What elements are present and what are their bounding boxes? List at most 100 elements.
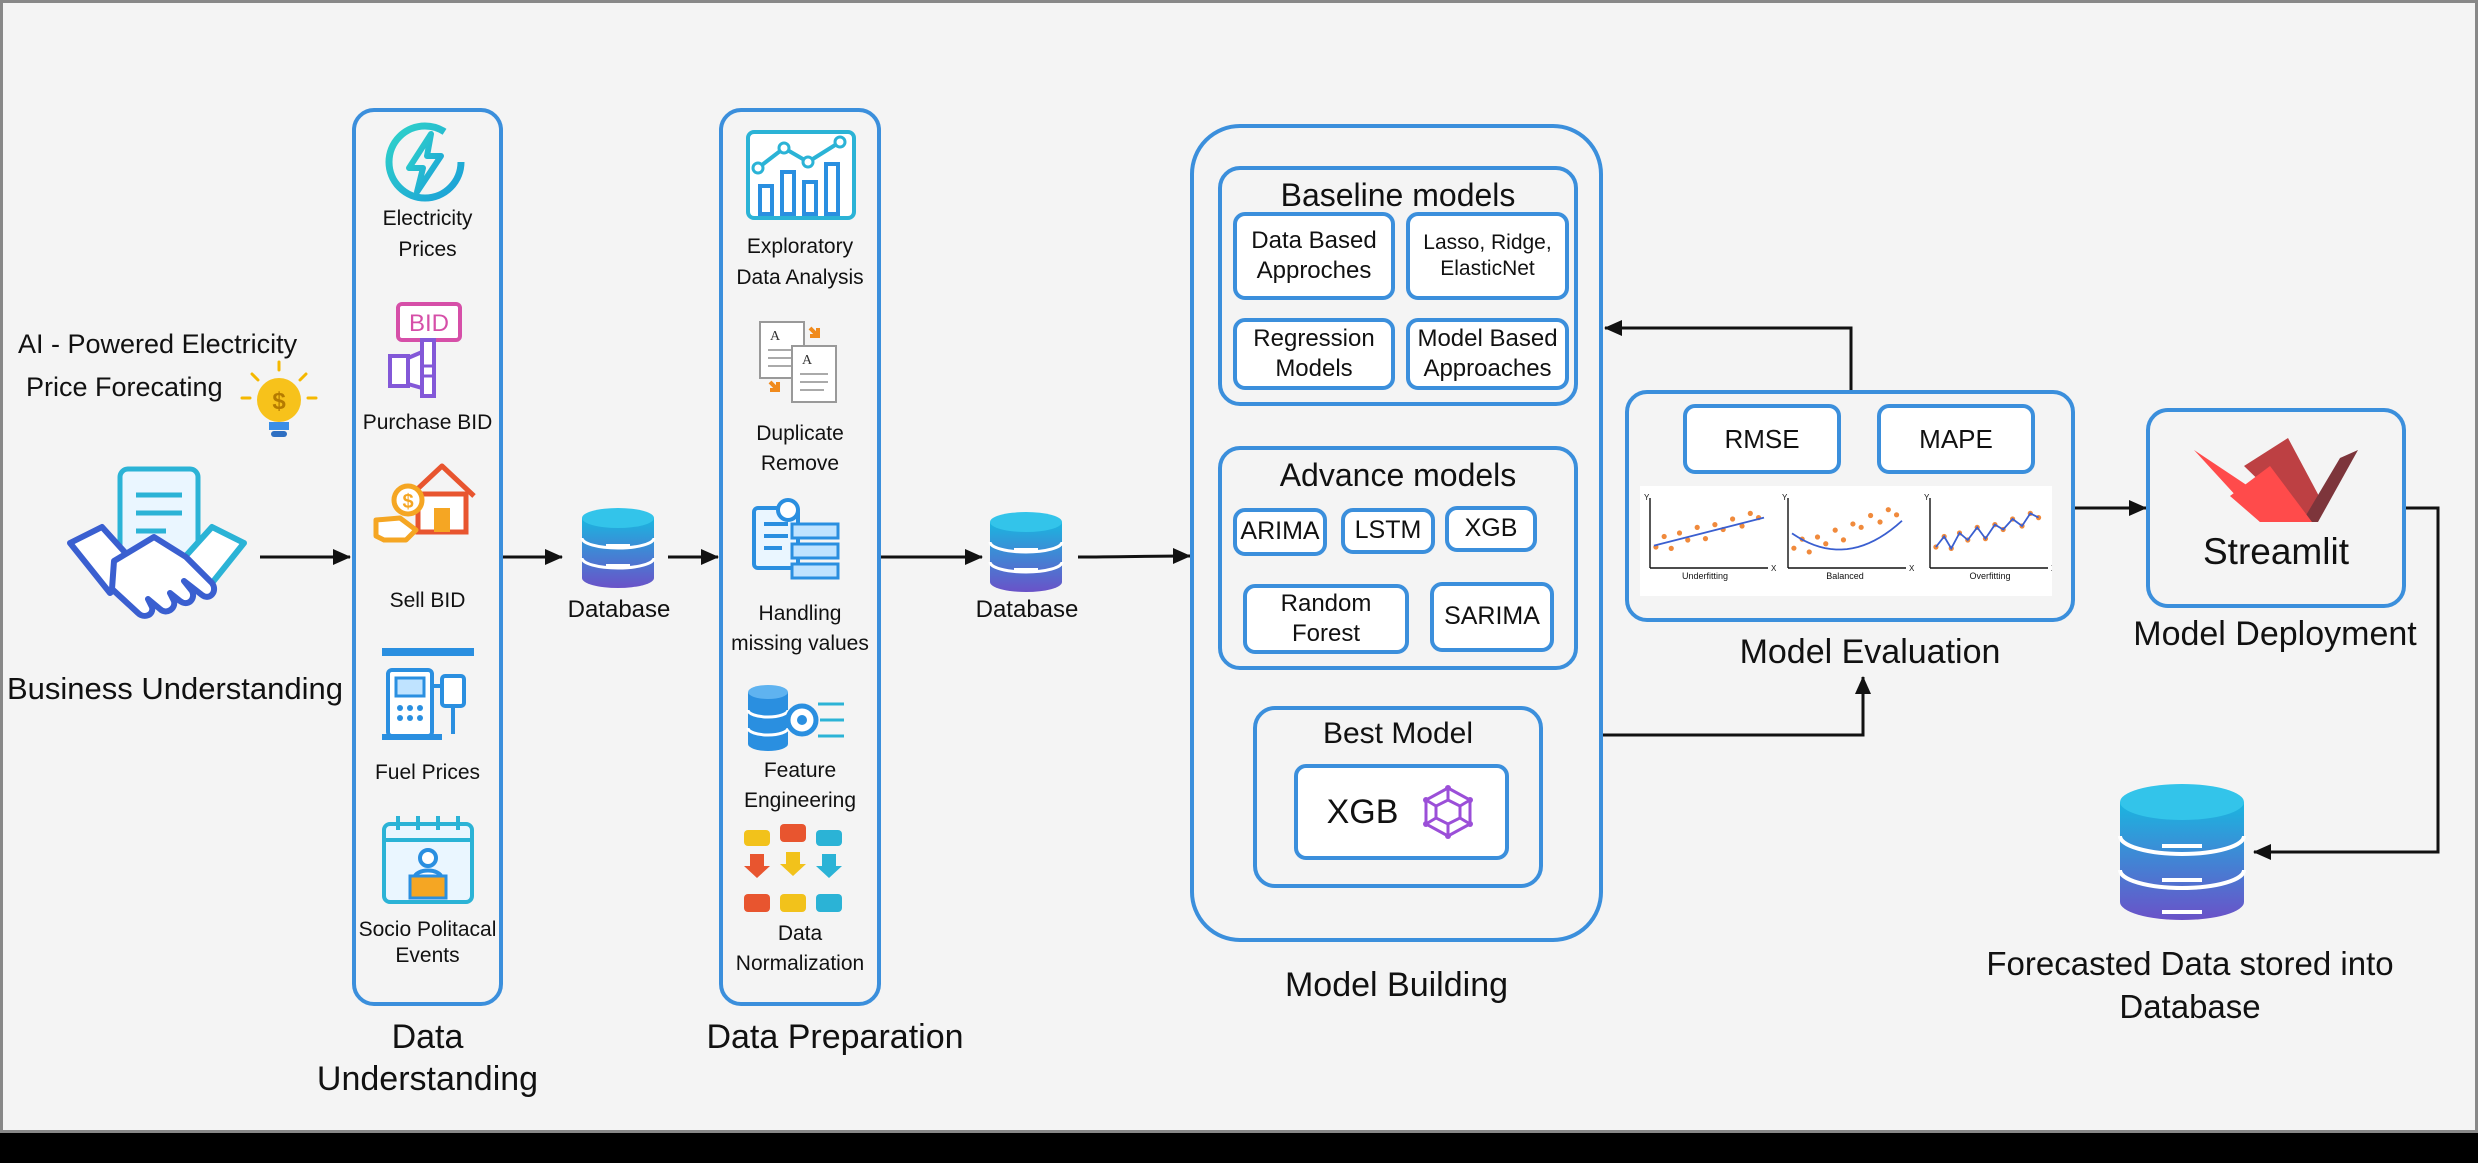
plot-fit-line bbox=[1653, 516, 1765, 547]
advance-models-title: Advance models bbox=[1279, 457, 1517, 493]
plot-point bbox=[1885, 507, 1891, 513]
du-item-1-line1: Electricity bbox=[382, 207, 473, 230]
svg-text:$: $ bbox=[402, 491, 413, 513]
database-icon bbox=[580, 508, 656, 588]
deployment-label: Model Deployment bbox=[2133, 615, 2417, 653]
plot-point bbox=[1877, 519, 1883, 525]
streamlit-logo-icon bbox=[2194, 438, 2358, 522]
checklist-gear-icon bbox=[752, 498, 840, 580]
documents-icon: A A bbox=[759, 321, 837, 403]
plot-fit-line bbox=[1935, 512, 2039, 551]
best-model-card: XGB bbox=[1294, 764, 1509, 860]
bid-sign-icon: BID bbox=[388, 302, 462, 398]
svg-text:BID: BID bbox=[409, 310, 449, 337]
dp-item-5-line2: Normalization bbox=[735, 952, 865, 975]
arrow-eval-to-modeling bbox=[1604, 320, 1853, 390]
best-model-name: XGB bbox=[1326, 792, 1399, 831]
model-random-forest-line2: Forest bbox=[1291, 620, 1360, 647]
business-label: Business Understanding bbox=[6, 671, 344, 706]
baseline-item-lasso: Lasso, Ridge,ElasticNet bbox=[1406, 212, 1569, 300]
baseline-item-2-line1: Lasso, Ridge, bbox=[1423, 230, 1552, 254]
database-1-label: Database bbox=[567, 596, 671, 623]
plot-point bbox=[1685, 537, 1691, 543]
chart-icon bbox=[746, 130, 856, 220]
normalization-icon bbox=[744, 824, 842, 912]
house-sale-icon: $ bbox=[373, 463, 476, 543]
plot-point bbox=[1712, 522, 1718, 528]
plot-point bbox=[1868, 512, 1874, 519]
arrow-best-to-eval bbox=[1603, 676, 1871, 737]
plot-fit-line bbox=[1791, 520, 1903, 551]
svg-text:$: $ bbox=[272, 388, 286, 415]
forecast-db-line2: Database bbox=[2119, 988, 2261, 1025]
model-building-panel bbox=[1190, 124, 1603, 942]
diagram-canvas bbox=[0, 0, 2478, 1133]
dp-item-3-line2: missing values bbox=[731, 632, 869, 655]
model-random-forest-line1: Random bbox=[1280, 590, 1372, 617]
plot-axis-x-label: X bbox=[2051, 564, 2052, 573]
model-arima: ARIMA bbox=[1233, 508, 1327, 556]
lightning-icon bbox=[385, 122, 465, 202]
du-item-2-label: Purchase BID bbox=[362, 411, 493, 434]
best-model-title: Best Model bbox=[1322, 717, 1474, 750]
data-understanding-label-line1: Data bbox=[391, 1018, 464, 1056]
plot-point bbox=[1747, 510, 1753, 516]
arrow-deploy-to-forecast bbox=[2253, 506, 2440, 860]
baseline-models-group bbox=[1218, 166, 1578, 406]
plot-axis-y-label: Y bbox=[1644, 493, 1650, 502]
dp-item-1-line1: Exploratory bbox=[746, 235, 854, 258]
plot-caption-underfitting: Underfitting bbox=[1681, 571, 1729, 581]
plot-point bbox=[1850, 521, 1856, 527]
dp-item-3-line1: Handling bbox=[758, 602, 842, 625]
fit-plots-panel bbox=[1640, 486, 2052, 596]
data-preparation-label: Data Preparation bbox=[706, 1018, 964, 1056]
dp-item-5-line1: Data bbox=[777, 922, 823, 945]
svg-text:A: A bbox=[770, 329, 781, 344]
model-evaluation-panel bbox=[1625, 390, 2075, 622]
fuel-pump-icon bbox=[382, 648, 474, 740]
plot-axis-y-label: Y bbox=[1782, 493, 1788, 502]
database-icon bbox=[988, 512, 1064, 592]
svg-text:A: A bbox=[802, 353, 813, 368]
data-understanding-label-line2: Understanding bbox=[316, 1060, 539, 1098]
du-item-4-label: Fuel Prices bbox=[374, 761, 481, 784]
baseline-models-title: Baseline models bbox=[1280, 177, 1516, 213]
database-icon bbox=[2118, 784, 2246, 920]
plot-point bbox=[1814, 534, 1821, 540]
plot-point bbox=[1661, 533, 1667, 540]
plot-point bbox=[1832, 527, 1838, 533]
plot-point bbox=[1791, 545, 1797, 551]
arrow-db2-to-modeling bbox=[1077, 548, 1191, 565]
podium-calendar-icon bbox=[382, 816, 474, 904]
streamlit-label: Streamlit bbox=[2203, 531, 2349, 572]
advance-models-group bbox=[1218, 446, 1578, 670]
metric-mape: MAPE bbox=[1877, 404, 2035, 474]
lightbulb-icon: $ bbox=[240, 360, 318, 437]
data-preparation-panel bbox=[719, 108, 881, 1006]
baseline-item-1-line2: Approches bbox=[1256, 257, 1372, 284]
plot-point bbox=[1702, 536, 1709, 542]
forecast-db-line1: Forecasted Data stored into bbox=[1986, 945, 2394, 982]
plot-caption-balanced: Balanced bbox=[1826, 571, 1864, 581]
model-sarima: SARIMA bbox=[1430, 582, 1554, 652]
data-understanding-panel bbox=[352, 108, 503, 1006]
model-xgb: XGB bbox=[1445, 506, 1537, 552]
plot-axis-y-label: Y bbox=[1924, 493, 1930, 502]
model-lstm: LSTM bbox=[1341, 508, 1435, 554]
plot-point bbox=[1676, 530, 1683, 536]
dp-item-1-line2: Data Analysis bbox=[736, 266, 864, 289]
du-item-3-label: Sell BID bbox=[389, 589, 466, 612]
plot-point bbox=[1694, 524, 1700, 530]
handshake-contract-icon bbox=[67, 466, 247, 619]
dp-item-2-line2: Remove bbox=[760, 452, 840, 475]
du-item-1-line2: Prices bbox=[398, 238, 457, 261]
dp-item-2-line1: Duplicate bbox=[756, 422, 844, 445]
du-item-5-line2: Events bbox=[395, 944, 460, 967]
deployment-panel bbox=[2146, 408, 2406, 608]
plot-point bbox=[1893, 512, 1900, 518]
